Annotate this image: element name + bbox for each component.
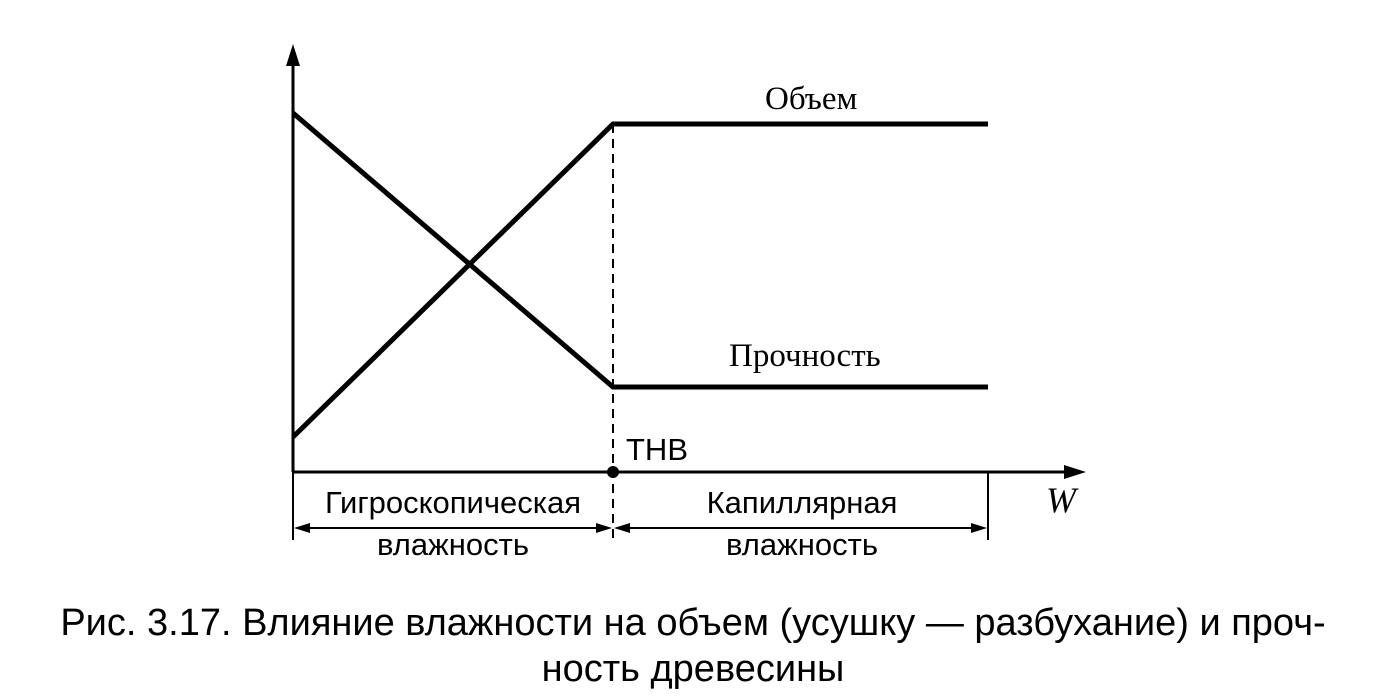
hygroscopic-zone-label-line1: Гигроскопическая <box>325 485 581 520</box>
x-axis-label: W <box>1046 480 1079 520</box>
strength-label: Прочность <box>729 338 881 374</box>
strength-curve <box>291 111 988 390</box>
hygroscopic-arrowhead-right <box>596 523 612 533</box>
x-axis-arrow <box>1064 465 1086 479</box>
fsp-label: ТНВ <box>626 432 688 467</box>
figure-caption-line-2: ность древесины <box>541 648 845 690</box>
capillary-zone-label-line1: Капиллярная <box>707 485 898 520</box>
y-axis-arrow <box>286 44 300 66</box>
capillary-arrowhead-left <box>614 523 630 533</box>
capillary-zone-label-line2: влажность <box>726 527 878 562</box>
volume-label: Объем <box>765 81 858 117</box>
figure-caption-line-1: Рис. 3.17. Влияние влажности на объем (у… <box>60 602 1326 644</box>
capillary-arrowhead-right <box>971 523 987 533</box>
volume-curve <box>291 121 988 439</box>
hygroscopic-zone-label-line2: влажность <box>377 527 529 562</box>
hygroscopic-arrowhead-left <box>294 523 310 533</box>
fsp-point <box>607 466 619 478</box>
